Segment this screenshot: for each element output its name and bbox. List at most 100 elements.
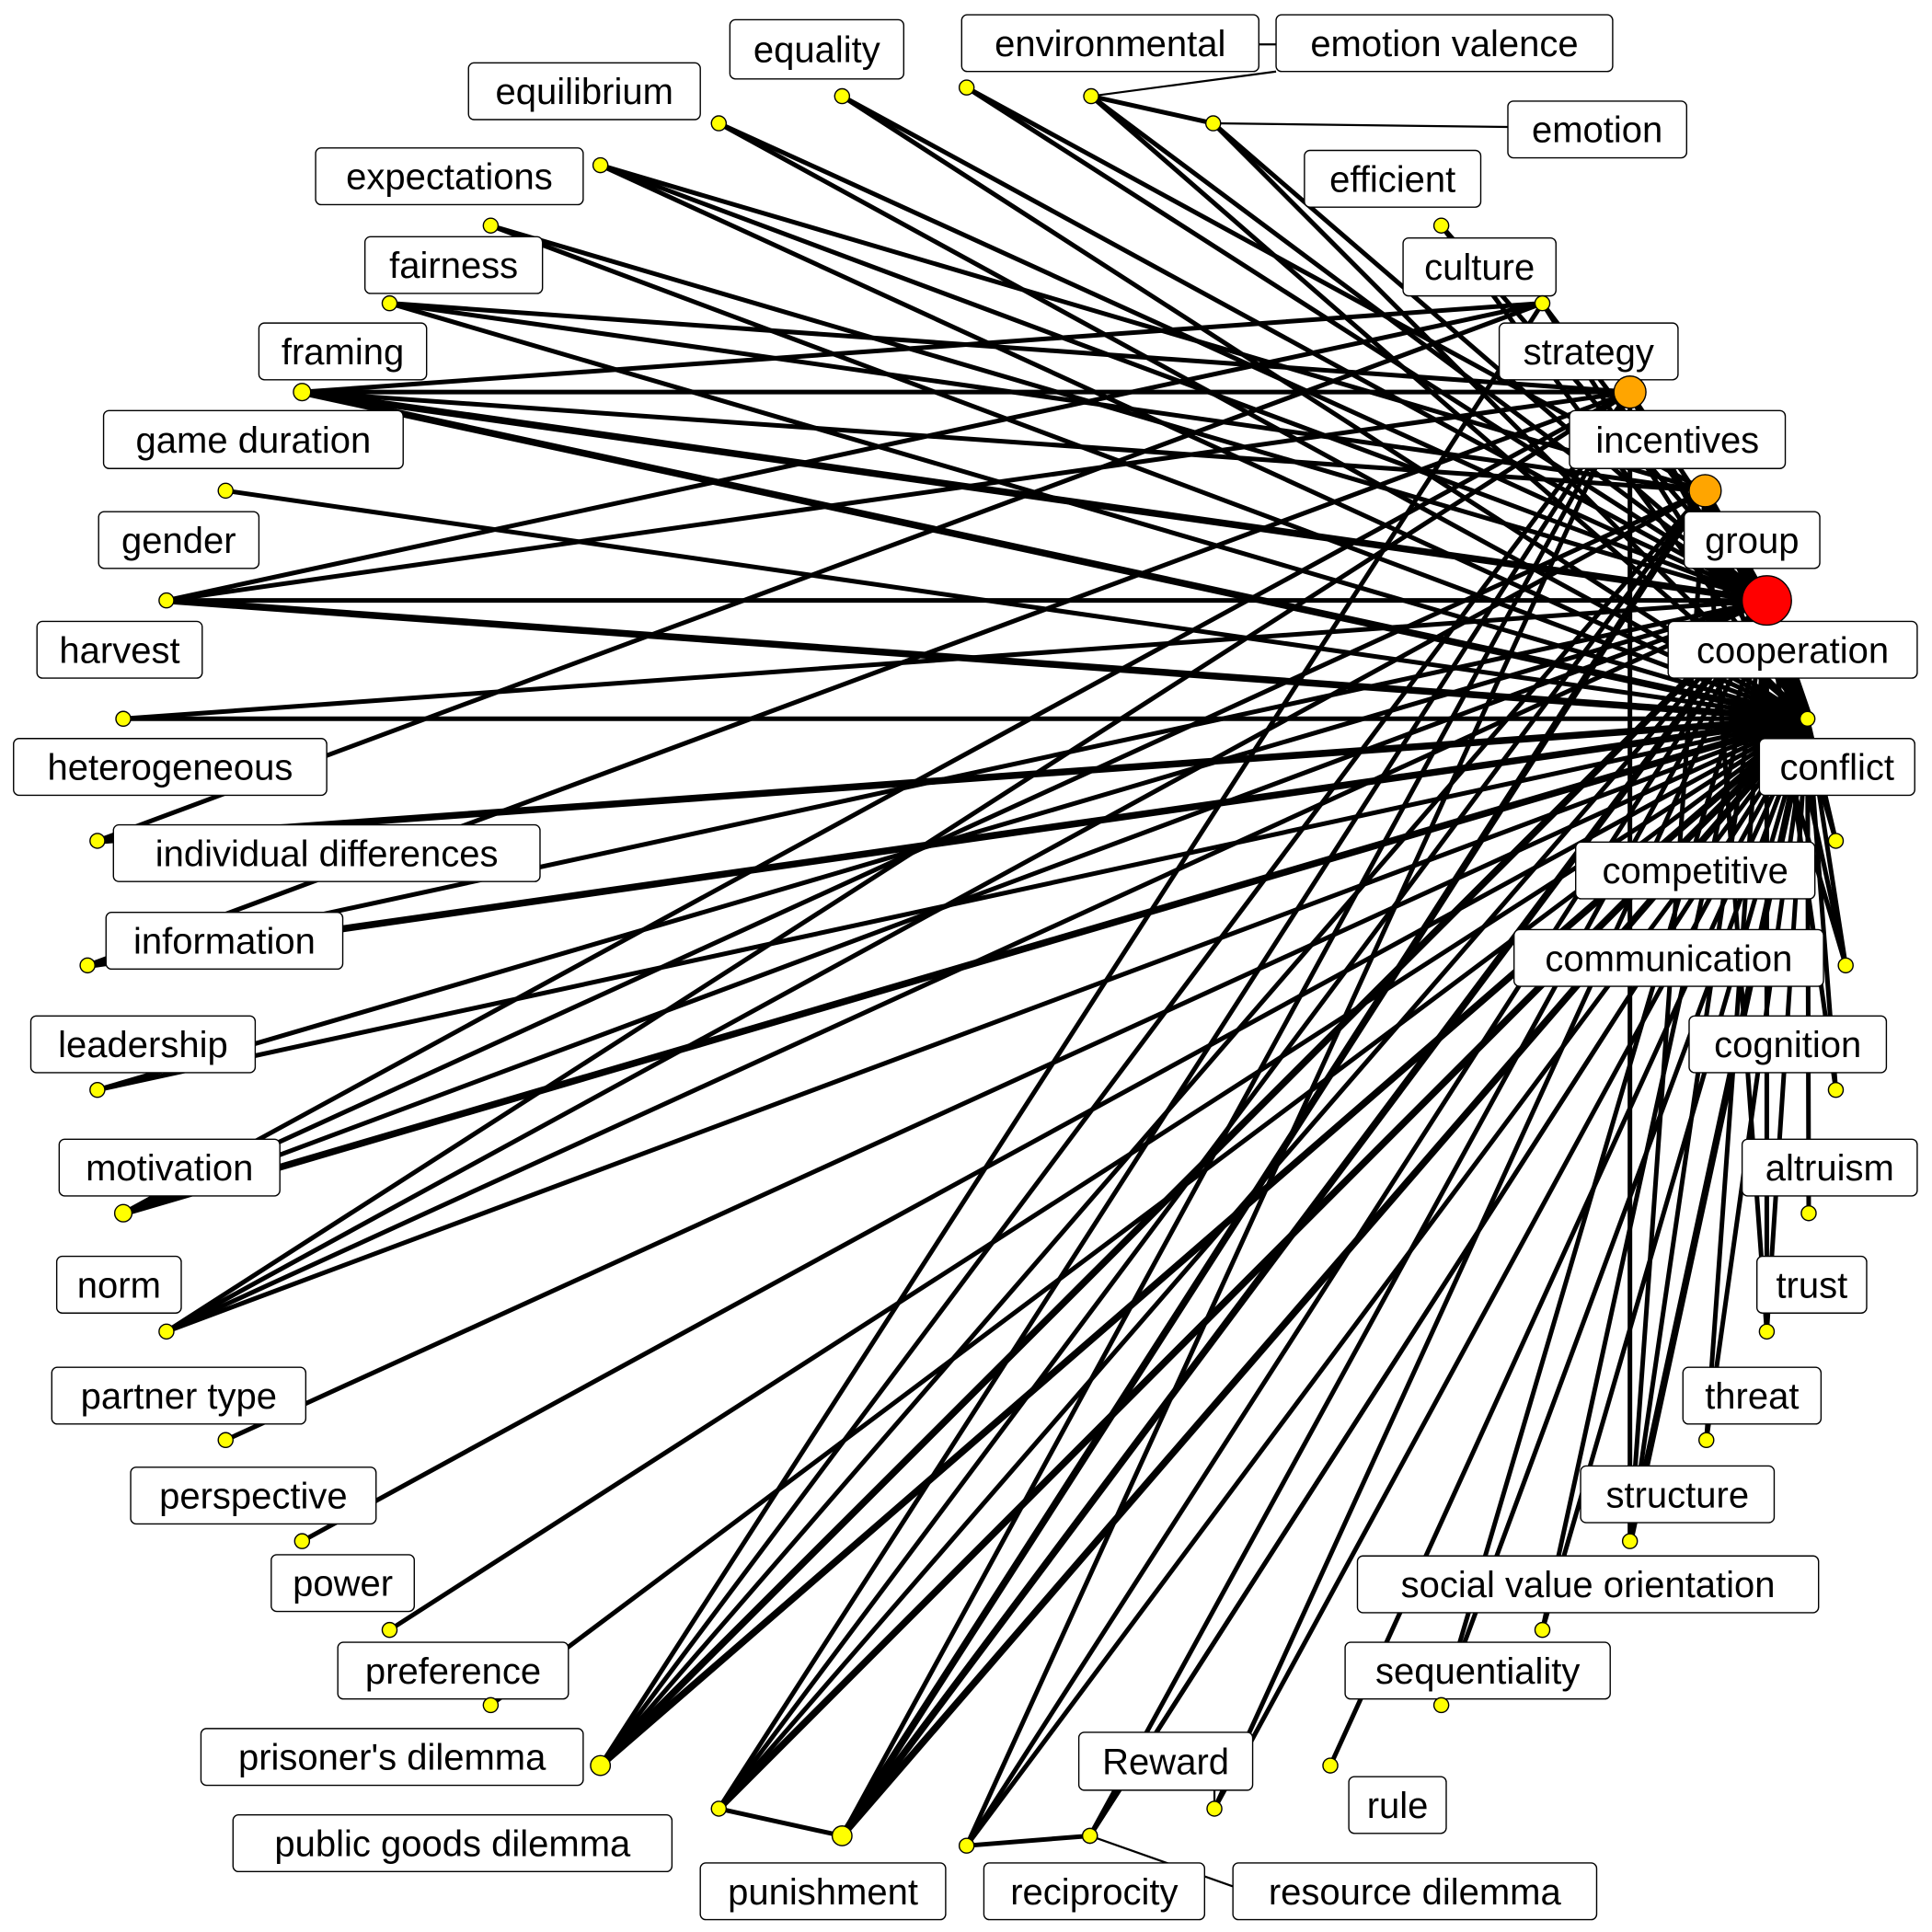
label-box <box>102 409 404 469</box>
edge-norm-cooperation <box>164 716 1811 1334</box>
node-perspective <box>293 1533 311 1549</box>
label-expectations: expectations <box>315 147 584 206</box>
node-label-text: threat <box>1705 1376 1799 1417</box>
node-label-text: individual differences <box>155 834 499 874</box>
label-box <box>1574 841 1816 900</box>
edge-individual_differences-culture <box>95 301 1546 844</box>
node-label-text: altruism <box>1765 1148 1894 1189</box>
node-label-text: motivation <box>86 1148 253 1189</box>
label-box <box>1758 738 1915 797</box>
label-punishment: punishment <box>699 1862 947 1921</box>
label-box <box>729 18 905 80</box>
node-label-text: rule <box>1367 1786 1429 1826</box>
edge-rule-group <box>1087 598 1769 1838</box>
label-box <box>1275 14 1614 73</box>
label-layer: equality environmental emotion valence equi… <box>13 14 1918 1921</box>
label-emotion: emotion <box>1507 100 1688 159</box>
label-box <box>315 147 584 206</box>
node-label-text: game duration <box>136 420 372 461</box>
node-label-text: strategy <box>1524 332 1654 373</box>
label-reciprocity: reciprocity <box>983 1862 1206 1921</box>
label-heterogeneous: heterogeneous <box>13 738 328 797</box>
node-label-text: norm <box>77 1265 161 1305</box>
node-public-goods-dilemma <box>710 1800 728 1817</box>
node-punishment <box>831 1825 853 1846</box>
label-box <box>13 738 328 797</box>
label-motivation: motivation <box>58 1138 281 1197</box>
node-gender <box>217 482 234 500</box>
label-box <box>1507 100 1688 159</box>
node-label-text: structure <box>1605 1475 1749 1515</box>
node-conflict <box>1827 833 1845 849</box>
label-resource-dilemma: resource dilemma <box>1232 1862 1598 1921</box>
node-label-text: social value orientation <box>1401 1565 1776 1605</box>
label-public-goods-dilemma: public goods dilemma <box>232 1813 673 1873</box>
node-label-text: preference <box>365 1651 541 1692</box>
label-box <box>1682 1366 1823 1425</box>
label-box <box>270 1554 415 1613</box>
edge-framing-strategy <box>386 301 1633 395</box>
edge-equality-cooperation <box>839 94 1811 721</box>
label-box <box>1580 1465 1776 1524</box>
node-label-text: gender <box>121 521 236 561</box>
label-box <box>51 1366 307 1425</box>
label-box <box>983 1862 1206 1921</box>
edge-public_goods_dilemma-incentives <box>716 488 1708 1811</box>
node-emotion-valence <box>1083 87 1099 105</box>
node-social-value-orientation <box>1432 1696 1450 1714</box>
node-culture <box>1534 294 1551 312</box>
node-label-text: environmental <box>995 24 1225 64</box>
label-leadership: leadership <box>29 1015 257 1074</box>
node-norm <box>158 1323 175 1340</box>
label-competitive: competitive <box>1574 841 1816 900</box>
node-partner-type <box>217 1432 234 1449</box>
node-threat <box>1621 1533 1639 1549</box>
label-equality: equality <box>729 18 905 80</box>
node-information <box>79 957 96 974</box>
label-framing: framing <box>258 322 428 381</box>
label-box <box>105 912 344 971</box>
edge-prisoners_dilemma-strategy <box>598 389 1633 1768</box>
label-social-value-orientation: social value orientation <box>1356 1555 1820 1614</box>
node-resource-dilemma <box>1081 1827 1098 1845</box>
node-cooperation <box>1799 710 1816 728</box>
label-group: group <box>1683 511 1821 569</box>
node-label-text: competitive <box>1603 851 1788 891</box>
edge-harvest-cooperation <box>163 596 1811 723</box>
label-emotion-valence: emotion valence <box>1275 14 1614 73</box>
label-box <box>337 1641 569 1700</box>
edge-perspective-cooperation <box>299 716 1811 1544</box>
edge-reward-group <box>1212 598 1769 1811</box>
node-game-duration <box>293 383 312 402</box>
label-box <box>58 1138 281 1197</box>
label-game-duration: game duration <box>102 409 404 469</box>
label-partner-type: partner type <box>51 1366 307 1425</box>
label-threat: threat <box>1682 1366 1823 1425</box>
label-incentives: incentives <box>1569 409 1787 469</box>
label-structure: structure <box>1580 1465 1776 1524</box>
label-box <box>130 1466 377 1525</box>
edge-power-cooperation <box>386 716 1811 1633</box>
node-emotion <box>1204 115 1222 132</box>
node-reward <box>1206 1800 1223 1817</box>
node-heterogeneous <box>115 710 132 728</box>
node-label-text: sequentiality <box>1375 1651 1580 1692</box>
edge-prisoners_dilemma-incentives <box>598 488 1708 1768</box>
label-equilibrium: equilibrium <box>467 62 701 121</box>
leader-layer <box>1089 43 1509 1888</box>
label-box <box>363 236 544 294</box>
node-reciprocity <box>958 1837 975 1854</box>
node-label-text: reciprocity <box>1010 1872 1178 1913</box>
node-harvest <box>158 592 175 609</box>
edge-reciprocity-cooperation <box>964 716 1811 1848</box>
label-conflict: conflict <box>1758 738 1915 797</box>
node-label-text: prisoner's dilemma <box>238 1738 546 1778</box>
edge-emotion_valence-cooperation <box>1088 94 1811 721</box>
node-label-text: cooperation <box>1696 630 1889 671</box>
label-sequentiality: sequentiality <box>1344 1641 1611 1700</box>
node-preference <box>482 1696 500 1714</box>
node-label-text: expectations <box>346 157 553 198</box>
label-box <box>1667 620 1918 679</box>
